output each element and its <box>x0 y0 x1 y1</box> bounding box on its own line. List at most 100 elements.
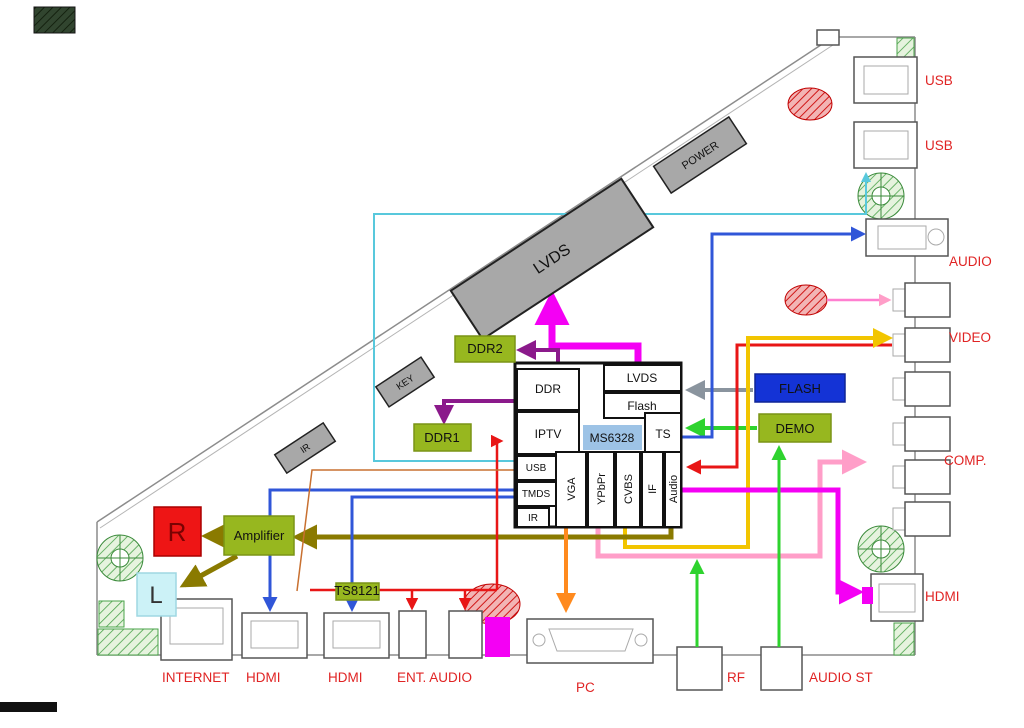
image-corner-bar <box>0 702 57 712</box>
chip-block-usb <box>516 455 557 481</box>
wire-amplifier-to-l <box>179 553 239 588</box>
chip-block-ypbpr-label: YPbPr <box>596 473 608 505</box>
screw-hole-left-bottom <box>96 534 144 582</box>
chip-block-if-label: IF <box>647 484 659 494</box>
label-hdmi-bottom-1: HDMI <box>246 670 281 685</box>
audio-jack-connector <box>865 218 949 257</box>
ground-plane-strip <box>97 628 159 656</box>
ddr2-label: DDR2 <box>467 341 502 356</box>
screw-hole-right-top <box>857 172 905 220</box>
ddr1-module: DDR1 <box>413 423 472 452</box>
speaker-l-module: L <box>136 572 177 617</box>
ts8121-label: TS8121 <box>334 583 380 598</box>
corner-connector <box>33 6 76 34</box>
ms6328-chip: DDR LVDS Flash IPTV TS MS6328 USB TMDS I… <box>513 361 683 529</box>
ent-audio-connector-2 <box>448 610 483 659</box>
wire-iptv-red <box>491 434 504 590</box>
label-comp: COMP. <box>944 453 987 468</box>
chip-block-tmds <box>516 481 557 507</box>
chip-block-lvds <box>603 364 682 392</box>
flash-module: FLASH <box>754 373 846 403</box>
label-hdmi-bottom-2: HDMI <box>328 670 363 685</box>
flash-label: FLASH <box>779 381 821 396</box>
speaker-r-module: R <box>153 506 202 557</box>
wire-audio-to-amplifier <box>292 524 674 550</box>
wire-ddr1 <box>434 399 517 425</box>
chip-block-ts-label: TS <box>655 427 670 441</box>
lvds-cable-module: LVDS <box>449 177 655 341</box>
wire-hdmi-magenta <box>681 487 864 605</box>
usb-connector-2 <box>853 121 918 169</box>
chip-block-usb-label: USB <box>526 463 547 474</box>
hdmi-connector-bottom-1 <box>241 612 308 659</box>
wire-audio-out-blue <box>681 226 866 439</box>
highlight-ellipse-video <box>784 284 828 316</box>
chip-name-label: MS6328 <box>590 431 635 445</box>
rf-connector <box>676 646 723 691</box>
label-ent-audio: ENT. AUDIO <box>397 670 472 685</box>
wire-tmds-hdmi2 <box>344 495 517 612</box>
connector-labels: USB USB AUDIO VIDEO COMP. HDMI INTERNET … <box>162 73 992 695</box>
chip-block-iptv <box>516 411 580 455</box>
ddr1-label: DDR1 <box>424 430 459 445</box>
chip-block-ypbpr <box>587 451 615 528</box>
label-video: VIDEO <box>949 330 991 345</box>
hdmi-connector-right <box>862 573 924 622</box>
rca-connector-comp <box>892 459 951 495</box>
hdmi-magenta-tab <box>862 587 873 604</box>
chip-block-ir <box>516 507 550 528</box>
label-audio-st: AUDIO ST <box>809 670 873 685</box>
label-hdmi-right: HDMI <box>925 589 960 604</box>
screw-hole-right-bottom <box>857 525 905 573</box>
usb-connector-1 <box>853 56 918 104</box>
ddr2-module: DDR2 <box>454 335 516 363</box>
audio-st-connector <box>760 646 803 691</box>
wire-tmds-hdmi1 <box>262 488 517 612</box>
hdmi-connector-bottom-2 <box>323 612 390 659</box>
highlight-ellipse-usb <box>787 87 833 121</box>
demo-label: DEMO <box>776 421 815 436</box>
chip-block-ddr-label: DDR <box>535 382 561 396</box>
amplifier-label: Amplifier <box>234 528 285 543</box>
amplifier-module: Amplifier <box>223 515 295 556</box>
chip-block-audio <box>664 451 682 528</box>
chip-block-vga <box>555 451 587 528</box>
chip-block-flash-label: Flash <box>627 399 656 413</box>
rca-connector-4 <box>892 416 951 452</box>
chip-block-tmds-label: TMDS <box>522 489 551 500</box>
demo-module: DEMO <box>758 413 832 443</box>
ts8121-module: TS8121 <box>334 582 380 601</box>
speaker-r-label: R <box>168 517 187 547</box>
wire-usb-cyan <box>373 172 871 462</box>
power-module: POWER <box>652 115 748 195</box>
ground-plane-patch <box>98 600 125 628</box>
chip-block-if <box>641 451 664 528</box>
chip-block-cvbs-label: CVBS <box>623 474 635 504</box>
chip-block-cvbs <box>615 451 641 528</box>
wire-cvbs-gold <box>623 328 893 549</box>
rca-connector-6 <box>892 501 951 537</box>
speaker-l-label: L <box>149 582 162 609</box>
chip-block-lvds-label: LVDS <box>627 371 657 385</box>
chip-block-ddr <box>516 368 580 411</box>
wire-ypbpr-pink <box>595 449 867 559</box>
ir-module: IR <box>273 421 337 475</box>
label-pc: PC <box>576 680 595 695</box>
ent-audio-connector-1 <box>398 610 427 659</box>
wires <box>179 172 893 647</box>
rca-connector-3 <box>892 371 951 407</box>
label-internet: INTERNET <box>162 670 230 685</box>
rca-connector-2 <box>892 327 951 363</box>
key-module: KEY <box>374 356 436 408</box>
wire-video-in-red <box>686 343 892 475</box>
chip-block-ir-label: IR <box>528 513 538 524</box>
chip-name-highlight <box>583 425 642 450</box>
magenta-block <box>485 617 510 657</box>
wire-thin-tan <box>296 469 517 592</box>
pc-vga-connector <box>526 618 654 664</box>
top-notch <box>816 29 840 46</box>
rca-connector-video <box>892 282 951 318</box>
label-rf: RF <box>727 670 745 685</box>
